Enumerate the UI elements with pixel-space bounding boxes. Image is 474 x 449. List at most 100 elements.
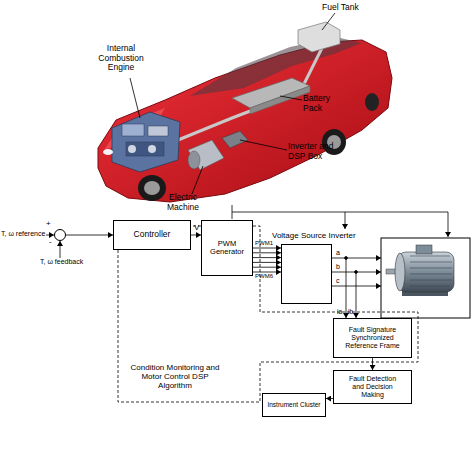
engine-part (128, 145, 136, 153)
node-text: Voltage Source Inverter (272, 232, 356, 241)
bracket-line (232, 212, 448, 213)
fuel-tank-symbol (298, 22, 340, 52)
car-illustration (98, 22, 392, 202)
node-text: + (46, 220, 51, 229)
machine-body (188, 140, 224, 170)
callout-label: Fuel Tank (322, 3, 359, 13)
motor-picture (381, 238, 470, 318)
phase-name: c (336, 277, 340, 285)
wheel-rim (144, 181, 160, 195)
phase-wire (332, 258, 381, 259)
summing-junction: +- (54, 229, 66, 241)
process-box: PWM Generator (201, 220, 253, 276)
terminal-box (416, 245, 432, 254)
leader-line (130, 78, 140, 118)
engine-part (148, 145, 156, 153)
signal-name: T, ω feedback (40, 258, 83, 266)
connector (253, 252, 281, 253)
connector (253, 272, 281, 273)
cooling-fins (410, 256, 452, 286)
fin (410, 268, 452, 269)
node-text: Fault Detection and Decision Making (348, 375, 397, 398)
engine-part (126, 142, 164, 156)
junction-outline (54, 229, 66, 241)
drive-tunnel (178, 48, 322, 140)
current-tap (346, 258, 347, 318)
phase-wire (332, 286, 381, 287)
process-box: Instrument Cluster (262, 393, 326, 417)
process-box: Fault Detection and Decision Making (333, 370, 412, 404)
connector (191, 235, 201, 236)
connector (326, 398, 333, 399)
node-text: PWM Generator (202, 240, 252, 257)
process-box: Controller (113, 220, 191, 250)
fin (410, 274, 452, 275)
electric-machine-symbol (188, 140, 224, 170)
connector (253, 248, 281, 249)
machine-cap (188, 151, 200, 169)
car-body (98, 40, 392, 202)
edge-label: PWM6 (255, 273, 273, 280)
junction-circle (55, 230, 66, 241)
text-holder: PWM Generator (202, 221, 252, 275)
leader-line (280, 96, 302, 100)
leader-line (240, 140, 287, 150)
fin (410, 286, 450, 287)
text-holder: Instrument Cluster (263, 394, 325, 416)
process-box: Fault Signature Synchronized Reference F… (333, 318, 412, 358)
reference-wire (46, 235, 54, 236)
node-text: Condition Monitoring and Motor Control D… (125, 364, 225, 391)
bracket-line (448, 212, 449, 237)
node-text: Fault Signature Synchronized Reference F… (341, 326, 404, 349)
text-holder: Fault Signature Synchronized Reference F… (334, 319, 411, 357)
engine-symbol (112, 112, 180, 172)
phase-wire (332, 272, 381, 273)
edge-label: V (194, 224, 199, 233)
inverter-box-symbol (222, 131, 248, 148)
inverter-box: Voltage Source Inverter (281, 244, 332, 304)
fin (410, 262, 452, 263)
text-holder: Controller (114, 221, 190, 249)
node-text: Instrument Cluster (267, 401, 320, 408)
feedback-wire (60, 241, 61, 258)
engine-part (148, 126, 168, 136)
dashed-boundary (118, 226, 418, 402)
fin (410, 256, 450, 257)
motor-frame (381, 238, 470, 318)
headlight (103, 149, 113, 155)
leader-line (192, 166, 203, 194)
connector (372, 358, 373, 370)
junction-dot (345, 257, 348, 260)
connector (253, 262, 281, 263)
signal-name: T, ω reference (1, 230, 45, 238)
motor-body (398, 252, 454, 292)
phase-name: b (336, 263, 340, 271)
callout-label: Battery Pack (303, 94, 339, 113)
edge-label: PWM1 (255, 240, 273, 247)
battery-side (250, 86, 310, 114)
fin (410, 280, 452, 281)
node-text: - (49, 238, 52, 247)
callout-label: Inverter and DSP Box (288, 142, 340, 161)
engine-part (122, 124, 144, 136)
connector (253, 267, 281, 268)
bracket-line (345, 212, 346, 229)
current-tap (356, 272, 357, 318)
car-wheel (138, 175, 166, 201)
battery-symbol (232, 78, 310, 114)
text-holder: Fault Detection and Decision Making (334, 371, 411, 403)
current-name: ib (348, 308, 353, 315)
connector (253, 257, 281, 258)
callout-label: Electric Machine (163, 193, 203, 212)
leader-line (322, 13, 335, 30)
callout-label: Internal Combustion Engine (95, 44, 147, 73)
signal-wires (46, 235, 381, 318)
phase-name: a (336, 249, 340, 257)
car-wheel (365, 93, 379, 111)
junction-dot (355, 271, 358, 274)
engine-block (112, 112, 180, 172)
motor-endcap (395, 253, 405, 291)
connector (66, 235, 113, 236)
